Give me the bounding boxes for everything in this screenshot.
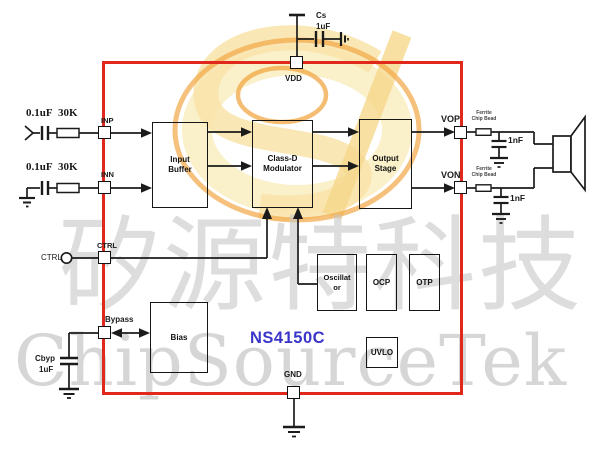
von-ferrite-label: Ferrite Chip Bead [471, 166, 497, 178]
von-ferrite-bead [475, 184, 492, 193]
block-label: UVLO [370, 347, 394, 357]
inn-input-network [19, 181, 98, 208]
block-label: Buffer [168, 165, 192, 174]
pin-inp [98, 126, 111, 139]
block-input-buffer: Input Buffer [152, 122, 208, 208]
pin-ctrl [98, 251, 111, 264]
block-label: Oscillat [323, 272, 351, 282]
vop-cap-value-label: 1nF [508, 135, 524, 145]
vop-output-network [467, 128, 553, 168]
von-cap-value-label: 1nF [510, 193, 526, 203]
supply-cap-value-label: 1uF [316, 22, 331, 31]
pin-label-bypass: Bypass [105, 315, 134, 324]
ctrl-arrowhead [262, 207, 272, 219]
inp-input-network [24, 125, 98, 141]
oscillator-feed-network [293, 207, 317, 285]
pin-label-ctrl: CTRL [97, 241, 117, 250]
block-label: Modulator [263, 164, 302, 173]
pin-von [454, 181, 467, 194]
pin-label-vdd: VDD [285, 74, 302, 83]
logo-diagonal-stroke [322, 30, 412, 220]
pin-label-gnd: GND [284, 370, 302, 379]
vop-ferrite-bead [475, 128, 492, 137]
inp-series-resistor [56, 127, 80, 139]
block-label: Stage [374, 164, 397, 173]
supply-cap-ref-label: Cs [316, 11, 327, 20]
bypass-capacitor [60, 356, 78, 366]
pin-label-von: VON [441, 170, 461, 180]
oscillator-arrowhead [293, 207, 303, 219]
inp-cap-value-label: 0.1uF [26, 107, 53, 119]
vop-ground-icon [490, 156, 508, 168]
block-label: OTP [416, 277, 433, 287]
inn-ground-icon [19, 196, 35, 208]
ctrl-terminal-label: CTRL [41, 253, 62, 262]
gnd-network [283, 398, 305, 438]
inp-coupling-capacitor [40, 126, 50, 140]
block-oscillator: Oscillat or [317, 254, 357, 311]
part-number-label: NS4150C [250, 329, 326, 347]
pin-inn [98, 181, 111, 194]
inn-series-resistor [56, 182, 80, 194]
inn-res-value-label: 30K [58, 161, 78, 173]
block-label: Input [170, 155, 190, 164]
logo-inner-ring [235, 65, 329, 125]
block-bias: Bias [150, 302, 208, 373]
vop-filter-capacitor [491, 139, 507, 149]
block-classd-modulator: Class-D Modulator [252, 120, 313, 208]
von-output-network [467, 167, 553, 224]
supply-capacitor [314, 31, 325, 47]
pin-vop [454, 126, 467, 139]
block-ocp: OCP [366, 254, 397, 311]
block-label: or [333, 282, 341, 292]
pin-label-inp: INP [101, 116, 114, 125]
pin-gnd [287, 386, 300, 399]
speaker-icon [552, 114, 586, 193]
block-uvlo: UVLO [366, 337, 398, 368]
signal-arrows [110, 127, 455, 193]
bypass-cap-value-label: 1uF [39, 365, 54, 374]
bypass-cap-network [59, 332, 98, 399]
ctrl-network [60, 207, 272, 265]
gnd-ground-icon [283, 425, 305, 438]
ctrl-terminal-icon [60, 251, 73, 265]
block-label: Output [372, 154, 399, 163]
chip-boundary-outline [102, 61, 463, 395]
input-terminal-icon [24, 125, 35, 141]
pin-label-inn: INN [101, 170, 114, 179]
pin-label-vop: VOP [441, 114, 461, 124]
von-ground-icon [492, 212, 510, 224]
bypass-bias-arrow [111, 328, 150, 338]
block-output-stage: Output Stage [359, 119, 412, 209]
von-filter-capacitor [493, 195, 509, 205]
block-label: OCP [372, 277, 391, 287]
block-label: Bias [170, 332, 188, 342]
vdd-supply-network [289, 13, 349, 57]
pin-vdd [290, 56, 303, 69]
block-otp: OTP [409, 254, 440, 311]
inn-coupling-capacitor [40, 181, 50, 195]
supply-ground-icon [339, 32, 349, 46]
bypass-cap-ref-label: Cbyp [35, 354, 55, 363]
vop-ferrite-label: Ferrite Chip Bead [471, 110, 497, 122]
pin-bypass [98, 326, 111, 339]
block-label: Class-D [267, 154, 298, 163]
inn-cap-value-label: 0.1uF [26, 161, 53, 173]
inp-res-value-label: 30K [58, 107, 78, 119]
bypass-ground-icon [59, 387, 79, 399]
